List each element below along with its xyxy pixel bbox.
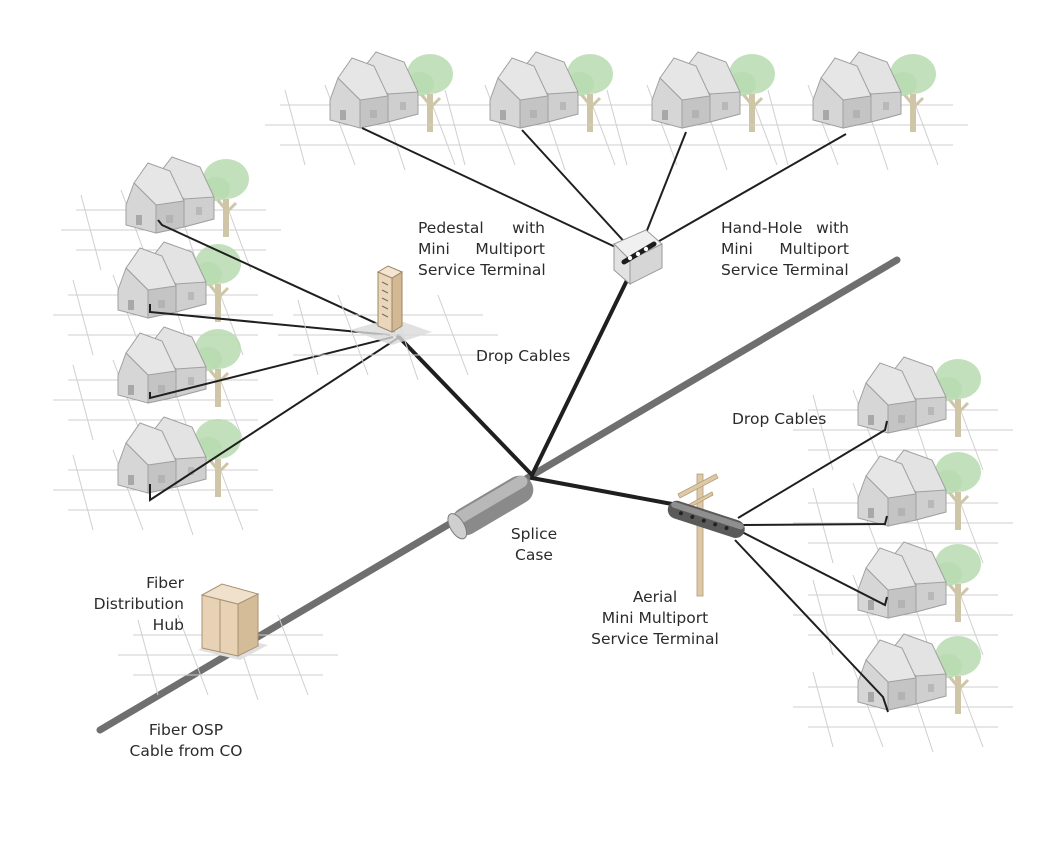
drop-cables-label-right: Drop Cables (732, 410, 827, 428)
fiber-distribution-hub-label: Fiber Distribution Hub (93, 574, 184, 634)
drop-cables-label-upper: Drop Cables (476, 347, 571, 365)
fiber-distribution-hub-cabinet (117, 583, 339, 701)
drop-cables (149, 127, 889, 713)
fiber-osp-cable-label: Fiber OSP Cable from CO (129, 721, 243, 760)
hand-hole-terminal (613, 229, 663, 286)
splice-case (447, 475, 534, 540)
house-right-4 (793, 634, 1013, 752)
house-left-4 (53, 417, 273, 535)
house-top-2 (425, 52, 645, 170)
houses (53, 52, 1013, 752)
pedestal-terminal (277, 265, 499, 381)
aerial-terminal-label: Aerial Mini Multiport Service Terminal (591, 588, 719, 648)
house-top-1 (265, 52, 485, 170)
feeder-cables (396, 268, 674, 506)
splice-case-label: Splice Case (510, 525, 558, 564)
aerial-terminal (667, 473, 745, 597)
house-top-4 (748, 52, 968, 170)
